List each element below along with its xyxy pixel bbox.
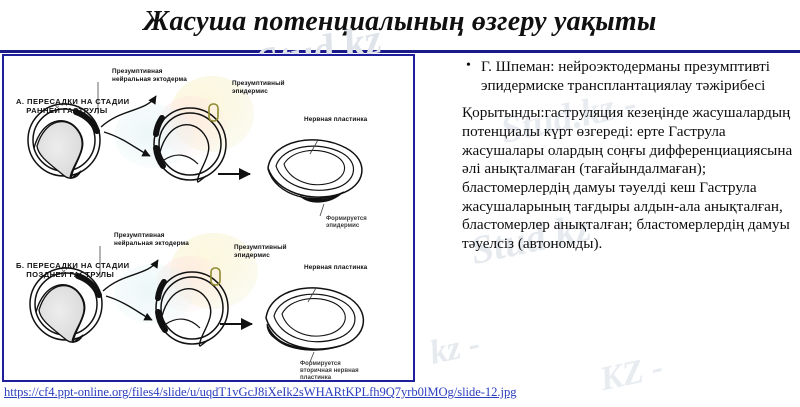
figure-label-forms-epidermis: Формируется эпидермис (326, 216, 367, 230)
figure-label-neural-plate-b: Нервная пластинка (304, 264, 368, 271)
figure-label-forms-secondary-neural-plate: Формируется вторичная нервная пластинка (300, 361, 359, 382)
watermark: kz - (426, 325, 484, 372)
figure-label-presumptive-epidermis-a: Презумптивный эпидермис (232, 80, 285, 95)
figure-label-presumptive-epidermis-b: Презумптивный эпидермис (234, 244, 287, 259)
body-paragraph: Қорытынды:гаструляция кезеңінде жасушала… (462, 104, 793, 253)
embryo-transplant-diagram (27, 76, 364, 363)
figure-label-presumptive-neural-ectoderm-b: Презумптивная нейральная эктодерма (114, 232, 189, 247)
figure-label-section-b: Б. ПЕРЕСАДКИ НА СТАДИИ ПОЗДНЕЙ ГАСТРУЛЫ (16, 261, 130, 279)
figure-label-presumptive-neural-ectoderm-a: Презумптивная нейральная эктодерма (112, 68, 187, 83)
title-divider (0, 50, 800, 53)
figure-label-section-a: А. ПЕРЕСАДКИ НА СТАДИИ РАННЕЙ ГАСТРУЛЫ (16, 97, 130, 115)
watermark: KZ - (596, 348, 667, 399)
bullet-list: Г. Шпеман: нейроэктодерманы презумптивті… (462, 57, 798, 95)
page-title: Жасуша потенциалының өзгеру уақыты (143, 6, 657, 37)
content-text-column: Г. Шпеман: нейроэктодерманы презумптивті… (462, 57, 798, 254)
list-item: Г. Шпеман: нейроэктодерманы презумптивті… (462, 57, 798, 95)
source-url-link[interactable]: https://cf4.ppt-online.org/files4/slide/… (4, 385, 517, 399)
embryology-figure-panel: А. ПЕРЕСАДКИ НА СТАДИИ РАННЕЙ ГАСТРУЛЫ П… (2, 54, 415, 382)
figure-label-neural-plate-a: Нервная пластинка (304, 116, 368, 123)
